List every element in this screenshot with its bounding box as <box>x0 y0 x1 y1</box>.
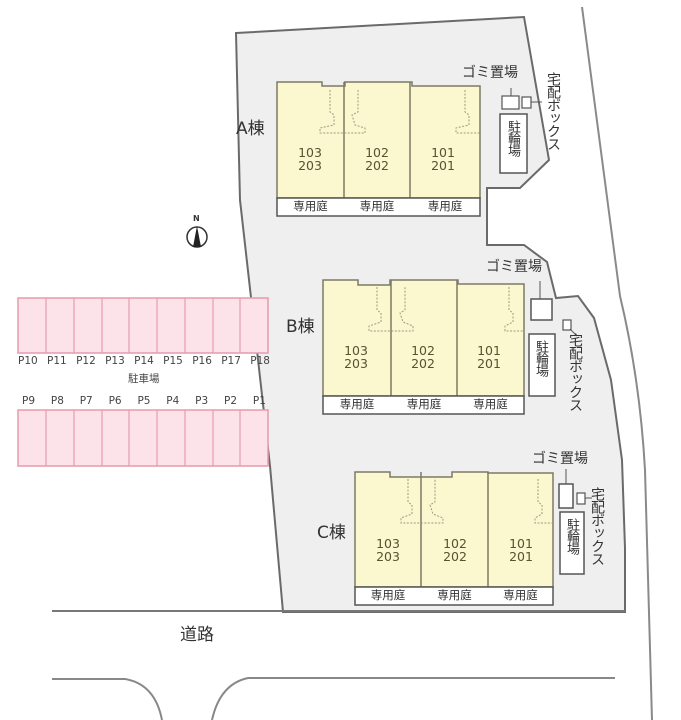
garbage-area-label: ゴミ置場 <box>532 451 588 467</box>
parking-space-p5[interactable]: P5 <box>137 395 151 407</box>
parking-bottom-row <box>17 409 269 467</box>
unit-upper-number: 203 <box>376 549 400 565</box>
parking-space-p4[interactable]: P4 <box>166 395 180 407</box>
unit-a-101[interactable]: 101 201 <box>428 146 458 172</box>
parking-space-p13[interactable]: P13 <box>105 355 125 367</box>
building-c <box>354 471 554 606</box>
unit-c-101[interactable]: 101 201 <box>506 537 536 563</box>
parking-space-p6[interactable]: P6 <box>108 395 122 407</box>
parking-space-p3[interactable]: P3 <box>195 395 209 407</box>
unit-upper-number: 202 <box>365 158 389 174</box>
unit-c-103[interactable]: 103 203 <box>373 537 403 563</box>
unit-upper-number: 201 <box>509 549 533 565</box>
building-c-amenities <box>558 469 592 575</box>
parking-space-p16[interactable]: P16 <box>192 355 212 367</box>
unit-lower-number: 102 <box>411 343 435 358</box>
unit-lower-number: 103 <box>298 145 322 160</box>
parking-space-p17[interactable]: P17 <box>221 355 241 367</box>
unit-lower-number: 101 <box>477 343 501 358</box>
unit-upper-number: 201 <box>477 356 501 372</box>
parking-bottom-labels: P9 P8 P7 P6 P5 P4 P3 P2 P1 <box>22 396 266 407</box>
delivery-box-label: 宅配ボックス <box>589 487 605 565</box>
building-b-amenities <box>528 281 578 397</box>
north-compass-icon <box>186 226 208 248</box>
unit-a-103[interactable]: 103 203 <box>295 146 325 172</box>
garbage-area-label: ゴミ置場 <box>462 65 518 81</box>
building-b <box>322 279 525 415</box>
private-garden-label: 専用庭 <box>473 397 508 411</box>
unit-upper-number: 203 <box>344 356 368 372</box>
parking-space-p18[interactable]: P18 <box>250 355 270 367</box>
private-garden-label: 専用庭 <box>339 397 375 411</box>
parking-space-p8[interactable]: P8 <box>50 395 64 407</box>
private-garden-label: 専用庭 <box>370 588 406 602</box>
unit-lower-number: 101 <box>431 145 455 160</box>
road-edge-bottom-right <box>211 677 615 720</box>
building-a <box>276 81 481 217</box>
parking-space-p2[interactable]: P2 <box>224 395 238 407</box>
parking-space-p10[interactable]: P10 <box>18 355 38 367</box>
bicycle-parking-label: 駐輪場 <box>533 340 548 376</box>
unit-lower-number: 102 <box>365 145 389 160</box>
building-a-amenities <box>499 88 542 174</box>
parking-space-p1[interactable]: P1 <box>252 395 266 407</box>
private-garden-label: 専用庭 <box>359 199 395 213</box>
unit-a-102[interactable]: 102 202 <box>362 146 392 172</box>
building-b-label: B棟 <box>286 317 315 337</box>
road-label: 道路 <box>180 625 214 645</box>
unit-lower-number: 102 <box>443 536 467 551</box>
unit-upper-number: 201 <box>431 158 455 174</box>
delivery-box-label: 宅配ボックス <box>567 333 583 411</box>
private-garden-label: 専用庭 <box>406 397 442 411</box>
unit-lower-number: 101 <box>509 536 533 551</box>
unit-b-102[interactable]: 102 202 <box>408 344 438 370</box>
unit-upper-number: 202 <box>411 356 435 372</box>
parking-space-p14[interactable]: P14 <box>134 355 154 367</box>
unit-upper-number: 202 <box>443 549 467 565</box>
private-garden-label: 専用庭 <box>293 199 328 213</box>
parking-space-p7[interactable]: P7 <box>79 395 93 407</box>
delivery-box-label: 宅配ボックス <box>545 72 561 150</box>
parking-lot-label: 駐車場 <box>128 373 160 385</box>
parking-top-row <box>17 297 269 354</box>
private-garden-label: 専用庭 <box>437 588 472 602</box>
parking-space-p12[interactable]: P12 <box>76 355 96 367</box>
parking-space-p11[interactable]: P11 <box>47 355 67 367</box>
building-c-label: C棟 <box>317 523 346 543</box>
unit-c-102[interactable]: 102 202 <box>440 537 470 563</box>
private-garden-label: 専用庭 <box>503 588 538 602</box>
compass-north-label: N <box>193 214 200 223</box>
bicycle-parking-label: 駐輪場 <box>505 120 520 156</box>
private-garden-label: 専用庭 <box>427 199 463 213</box>
parking-space-p15[interactable]: P15 <box>163 355 183 367</box>
road-edge-bottom-left <box>52 678 163 720</box>
parking-top-labels: P10 P11 P12 P13 P14 P15 P16 P17 P18 <box>18 356 270 367</box>
building-a-label: A棟 <box>236 119 265 139</box>
unit-upper-number: 203 <box>298 158 322 174</box>
unit-lower-number: 103 <box>344 343 368 358</box>
bicycle-parking-label: 駐輪場 <box>564 518 579 554</box>
unit-b-103[interactable]: 103 203 <box>341 344 371 370</box>
parking-space-p9[interactable]: P9 <box>22 395 36 407</box>
adjacent-lot-line <box>581 6 653 720</box>
unit-lower-number: 103 <box>376 536 400 551</box>
garbage-area-label: ゴミ置場 <box>486 259 542 275</box>
unit-b-101[interactable]: 101 201 <box>474 344 504 370</box>
